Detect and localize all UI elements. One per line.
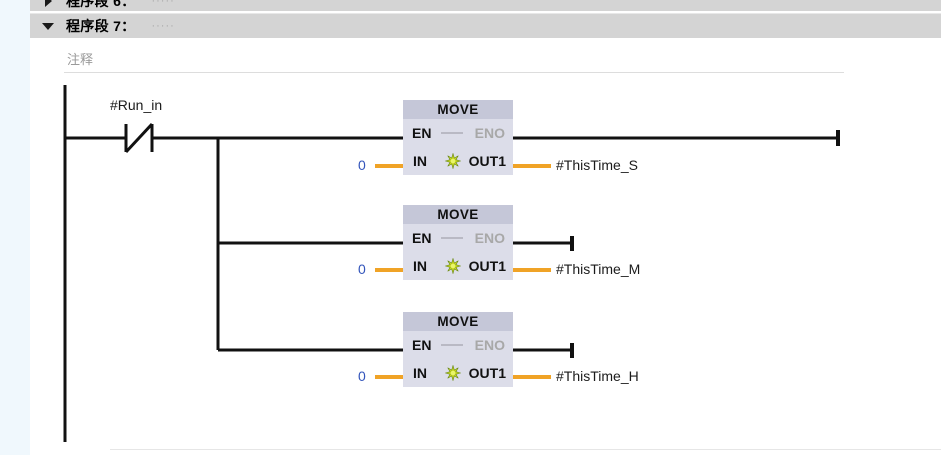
- move-block-1-en-label: EN: [412, 125, 432, 141]
- move-block-2-in-label: IN: [413, 258, 427, 274]
- network-comment-placeholder: 注释: [67, 51, 94, 67]
- move-block-1-in-row: IN OUT1: [403, 149, 513, 173]
- network-6-title: 程序段 6：: [66, 0, 136, 9]
- move-block-2-out-operand[interactable]: #ThisTime_M: [556, 261, 641, 277]
- move-block-1-body: EN ENO IN OUT1: [403, 119, 513, 175]
- network-6-expander-button[interactable]: [30, 0, 66, 7]
- move-block-3[interactable]: MOVE EN ENO IN OUT1: [403, 312, 513, 387]
- move-block-3-in-label: IN: [413, 365, 427, 381]
- move-block-3-body: EN ENO IN OUT1: [403, 331, 513, 387]
- left-gutter-strip: [0, 0, 30, 455]
- eno-connector-dash-icon: [441, 132, 463, 134]
- move-block-2-title: MOVE: [403, 205, 513, 224]
- move-block-3-out1-label: OUT1: [468, 365, 506, 381]
- starburst-icon: [445, 365, 461, 381]
- triangle-down-icon: [42, 22, 54, 30]
- move-block-1-en-row: EN ENO: [403, 121, 513, 145]
- move-block-2-eno-label: ENO: [474, 230, 505, 246]
- eno-connector-dash-icon: [441, 344, 463, 346]
- move-block-2-body: EN ENO IN OUT1: [403, 224, 513, 280]
- move-block-1-out-operand[interactable]: #ThisTime_S: [556, 157, 638, 173]
- move-block-1-in-value[interactable]: 0: [358, 157, 366, 173]
- network-7-dots: ·····: [151, 20, 175, 32]
- network-header-7[interactable]: 程序段 7： ·····: [30, 13, 941, 38]
- move-block-1[interactable]: MOVE EN ENO IN OUT1: [403, 100, 513, 175]
- bottom-divider: [110, 449, 941, 450]
- network-6-dots: ·····: [151, 0, 175, 7]
- network-header-6[interactable]: 程序段 6： ·····: [30, 0, 941, 12]
- move-block-3-en-label: EN: [412, 337, 432, 353]
- move-block-3-title: MOVE: [403, 312, 513, 331]
- move-block-2-en-row: EN ENO: [403, 226, 513, 250]
- move-block-3-en-row: EN ENO: [403, 333, 513, 357]
- move-block-3-in-value[interactable]: 0: [358, 368, 366, 384]
- move-block-1-eno-label: ENO: [474, 125, 505, 141]
- eno-connector-dash-icon: [441, 237, 463, 239]
- move-block-1-out1-label: OUT1: [468, 153, 506, 169]
- move-block-3-eno-label: ENO: [474, 337, 505, 353]
- move-block-2[interactable]: MOVE EN ENO IN OUT1: [403, 205, 513, 280]
- contact-operand-label[interactable]: #Run_in: [110, 97, 163, 113]
- contact-slash: [124, 122, 154, 154]
- starburst-icon: [445, 153, 461, 169]
- move-block-2-out1-label: OUT1: [468, 258, 506, 274]
- move-block-2-in-value[interactable]: 0: [358, 261, 366, 277]
- move-block-2-in-row: IN OUT1: [403, 254, 513, 278]
- triangle-right-icon: [44, 0, 52, 7]
- move-block-2-en-label: EN: [412, 230, 432, 246]
- move-block-3-out-operand[interactable]: #ThisTime_H: [556, 368, 639, 384]
- network-7-expander-button[interactable]: [30, 22, 66, 30]
- starburst-icon: [445, 258, 461, 274]
- move-block-1-title: MOVE: [403, 100, 513, 119]
- move-block-3-in-row: IN OUT1: [403, 361, 513, 385]
- network-comment-field[interactable]: 注释: [64, 44, 844, 73]
- move-block-1-in-label: IN: [413, 153, 427, 169]
- network-7-title: 程序段 7：: [66, 18, 136, 34]
